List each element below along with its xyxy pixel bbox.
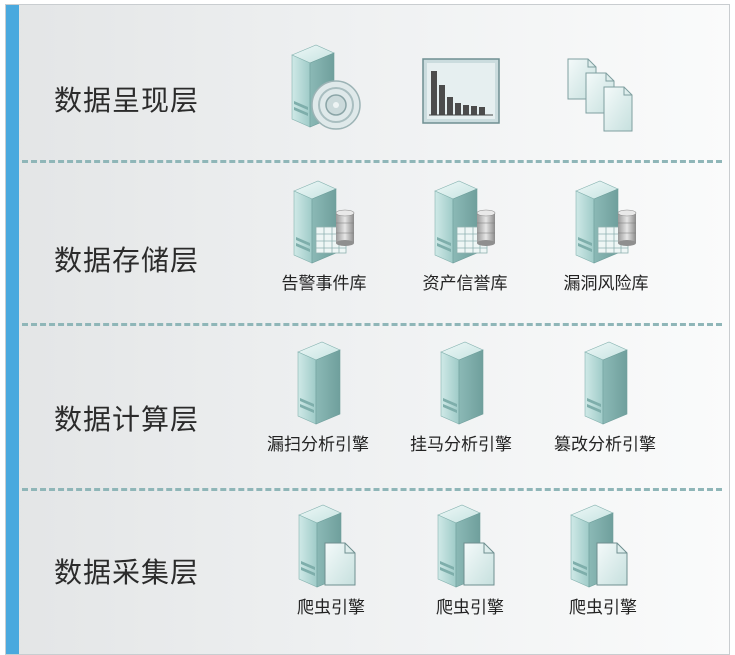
layer-title: 数据计算层 [54,403,200,436]
layer-title: 数据呈现层 [54,84,200,117]
item-label: 爬虫引擎 [297,598,365,618]
stacked-documents-icon [567,58,633,132]
accent-bar [6,5,19,654]
server-document-icon [570,504,628,588]
layer-title: 数据存储层 [54,244,200,277]
layer-divider [22,160,722,163]
layer-item: 漏洞风险库 [541,177,671,294]
layer-item: 挂马分析引擎 [396,338,526,455]
layer-presentation: 数据呈现层 [19,5,729,160]
item-label: 爬虫引擎 [436,598,504,618]
database-server-icon [293,180,355,264]
item-label: 挂马分析引擎 [410,435,512,455]
server-document-icon [437,504,495,588]
layer-item [397,57,527,129]
layer-item [537,53,667,137]
item-label: 资产信誉库 [422,274,508,294]
layer-item: 爬虫引擎 [266,501,396,618]
layer-storage: 数据存储层 告警事件库 [19,163,729,323]
database-server-icon [575,180,637,264]
server-icon [297,341,341,425]
item-label: 告警事件库 [281,274,367,294]
layer-divider [22,488,722,491]
layer-item [258,39,388,137]
item-label: 爬虫引擎 [569,598,637,618]
layer-computation: 数据计算层 漏扫分析引擎 挂马分析引擎 篡改分析引擎 [19,326,729,489]
item-label: 篡改分析引擎 [554,435,656,455]
database-server-icon [434,180,496,264]
architecture-diagram: 数据呈现层 [5,4,730,655]
server-document-icon [298,504,356,588]
item-label: 漏洞风险库 [563,274,649,294]
layer-item: 篡改分析引擎 [540,338,670,455]
layer-item: 资产信誉库 [400,177,530,294]
item-label: 漏扫分析引擎 [267,435,369,455]
server-icon [440,341,484,425]
layer-title: 数据采集层 [54,556,200,589]
layer-item: 爬虫引擎 [538,501,668,618]
server-disc-icon [291,44,361,130]
layer-item: 漏扫分析引擎 [253,338,383,455]
server-icon [584,341,628,425]
layer-collection: 数据采集层 爬虫引擎 爬虫引擎 爬虫引擎 [19,491,729,654]
bar-chart-monitor-icon [422,58,500,124]
layer-item: 爬虫引擎 [405,501,535,618]
layer-divider [22,323,722,326]
layer-item: 告警事件库 [259,177,389,294]
